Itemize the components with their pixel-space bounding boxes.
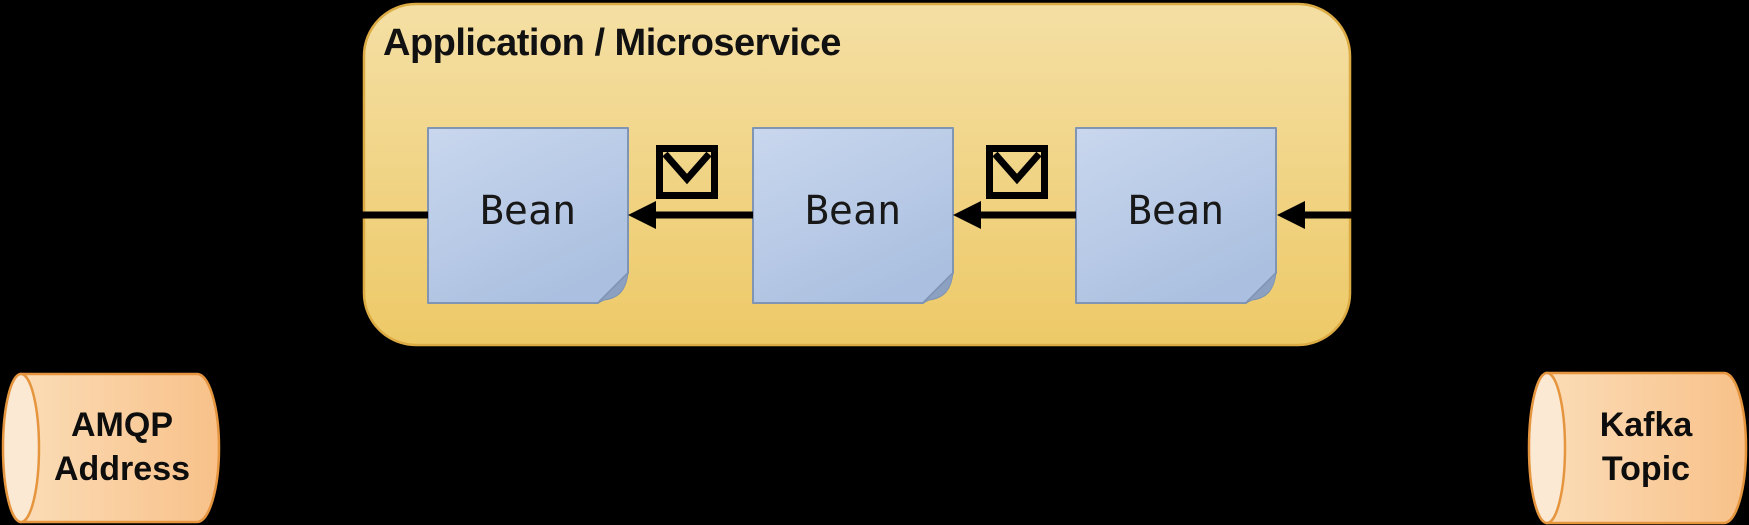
application-container-title: Application / Microservice	[383, 22, 841, 64]
arrow-head-icon	[1277, 201, 1305, 229]
message-envelope-icon	[986, 145, 1048, 199]
bean-3-fold-corner	[1245, 271, 1277, 304]
message-envelope-icon	[656, 145, 718, 199]
kafka-topic-cylinder	[1527, 371, 1748, 525]
bean-1-label: Bean	[479, 188, 577, 234]
bean-3-shape	[1075, 127, 1277, 304]
arrow-bean2-to-bean1	[628, 201, 753, 229]
arrow-bean1-to-amqp	[224, 201, 428, 229]
amqp-cylinder-cap	[1, 372, 41, 524]
bean-3-label: Bean	[1127, 188, 1225, 234]
kafka-cylinder-body	[1545, 371, 1748, 525]
amqp-address-cylinder	[1, 372, 221, 524]
kafka-cylinder-cap	[1527, 371, 1567, 525]
bean-1-fold-corner	[597, 271, 629, 304]
arrow-kafka-to-bean3	[1277, 201, 1540, 229]
arrow-bean3-to-bean2	[953, 201, 1076, 229]
bean-2-fold-corner	[922, 271, 954, 304]
bean-2-label: Bean	[804, 188, 902, 234]
arrow-head-icon	[628, 201, 656, 229]
amqp-address-label: AMQP Address	[53, 405, 191, 488]
arrow-head-icon	[224, 201, 252, 229]
bean-1-shape	[427, 127, 629, 304]
amqp-cylinder-body	[19, 372, 221, 524]
envelope-flap	[662, 151, 712, 185]
arrow-head-icon	[953, 201, 981, 229]
envelope-flap	[992, 151, 1042, 185]
envelope-outline	[656, 145, 718, 199]
envelope-outline	[986, 145, 1048, 199]
kafka-topic-label: Kafka Topic	[1599, 405, 1693, 488]
bean-2-shape	[752, 127, 954, 304]
